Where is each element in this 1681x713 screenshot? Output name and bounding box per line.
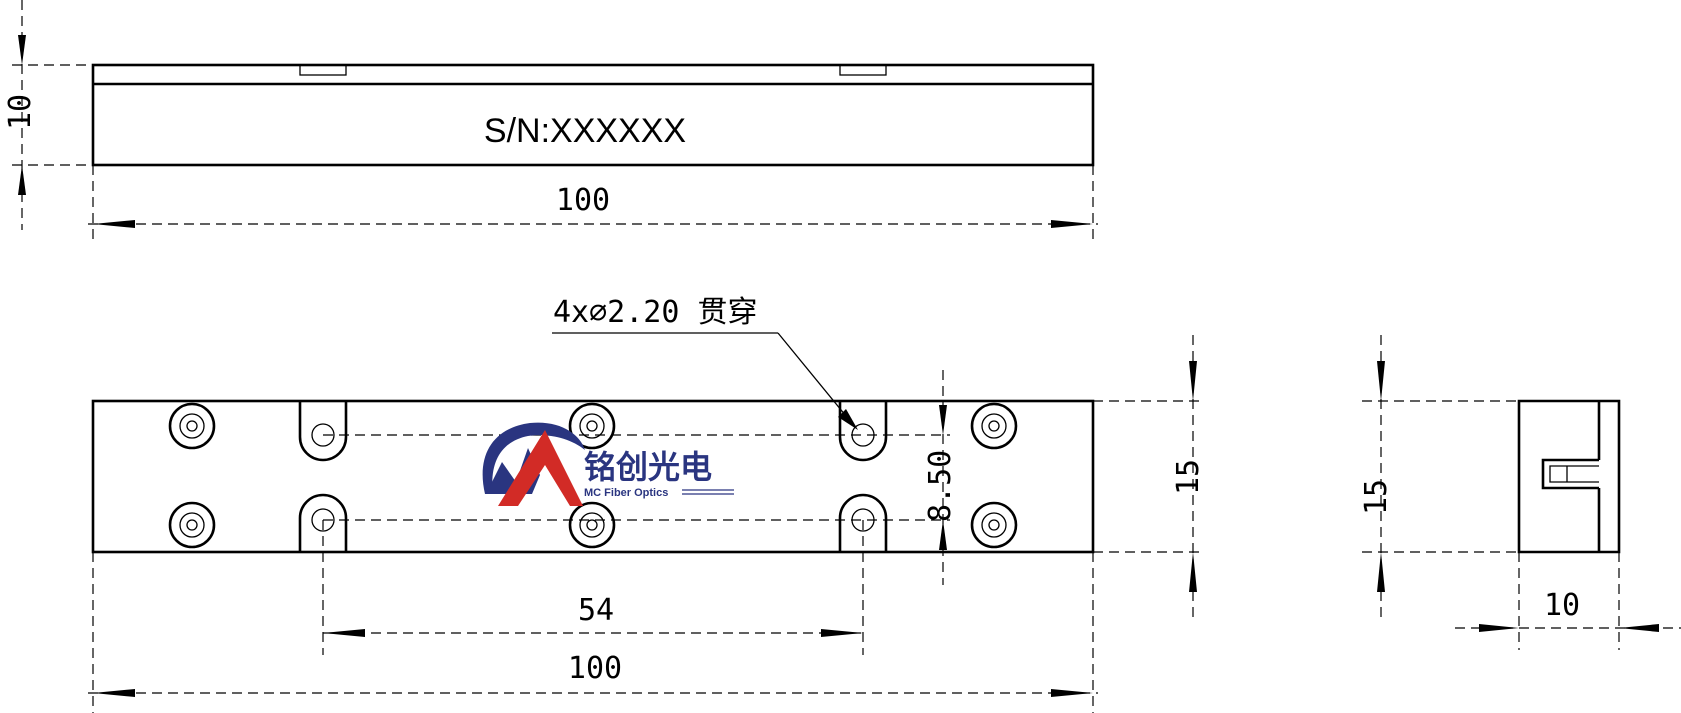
front-height-label: 15 [1171, 459, 1206, 495]
counterbore-hole [970, 402, 1018, 450]
counterbore-hole [970, 501, 1018, 549]
offset-arrow-bottom [939, 520, 947, 550]
pitch-arrow-left [323, 629, 365, 637]
top-length-arrow-left [93, 220, 135, 228]
offset-arrow-top [939, 405, 947, 435]
side-view-body [1517, 399, 1621, 554]
side-view-groove [1541, 458, 1599, 490]
serial-number-label: S/N:XXXXXX [484, 112, 686, 150]
top-view-notch-left [299, 64, 347, 76]
logo-navy-arc [482, 422, 585, 494]
side-width-arrow-left [1479, 624, 1519, 632]
counterbore-hole [568, 402, 616, 450]
through-hole-slot [298, 401, 348, 462]
through-hole-slot [838, 401, 888, 462]
top-height-arrow-bottom [18, 165, 26, 195]
side-height-arrow-top [1377, 361, 1385, 401]
side-width-label: 10 [1544, 588, 1580, 623]
front-length-label: 100 [568, 651, 622, 686]
front-length-arrow-left [93, 689, 135, 697]
front-view-body [91, 399, 1095, 554]
through-hole [311, 508, 335, 532]
top-length-label: 100 [556, 183, 610, 218]
logo-red-a [498, 430, 583, 506]
counterbore-hole [168, 501, 216, 549]
hole-callout-label: 4x∅2.20 贯穿 [553, 295, 758, 330]
offset-label: 8.50 [923, 450, 958, 522]
hole-callout-leader [777, 332, 856, 428]
side-height-label: 15 [1359, 479, 1394, 515]
logo-name-cn: 铭创光电 [584, 448, 712, 486]
through-hole-slot [838, 493, 888, 552]
side-width-arrow-right [1619, 624, 1659, 632]
through-hole-slot [298, 493, 348, 552]
front-view: 4x∅2.20 贯穿 8.50 15 54 100 [88, 295, 1206, 713]
counterbore-hole [568, 501, 616, 549]
top-length-arrow-right [1051, 220, 1093, 228]
front-height-arrow-bottom [1189, 552, 1197, 592]
top-height-label: 10 [3, 94, 38, 130]
pitch-arrow-right [821, 629, 863, 637]
top-height-arrow-top [18, 35, 26, 65]
pitch-label: 54 [578, 593, 614, 628]
through-hole [311, 423, 335, 447]
side-height-arrow-bottom [1377, 552, 1385, 592]
company-logo: 铭创光电 MC Fiber Optics [482, 422, 734, 506]
top-view-body [91, 63, 1095, 167]
side-view-groove-inner [1549, 465, 1599, 483]
logo-name-en: MC Fiber Optics [584, 487, 668, 499]
front-height-arrow-top [1189, 361, 1197, 401]
side-view: 15 10 [1359, 335, 1681, 650]
front-length-arrow-right [1051, 689, 1093, 697]
top-view-notch-right [839, 64, 887, 76]
counterbore-hole [168, 402, 216, 450]
hole-callout-arrow [838, 409, 858, 430]
top-view: S/N:XXXXXX 10 100 [3, 0, 1098, 245]
